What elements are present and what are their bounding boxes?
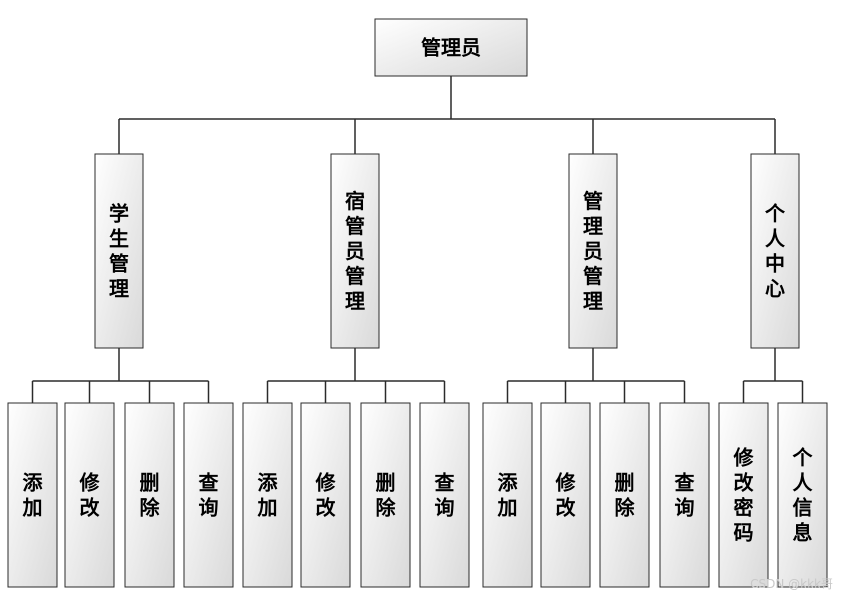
leaf-node-label: 查询 [435, 471, 455, 520]
leaf-node-label: 删除 [140, 471, 161, 520]
leaf-node-rect [242, 402, 293, 588]
leaf-node-label: 查询 [675, 471, 695, 520]
module-node-label: 个人中心 [764, 202, 786, 301]
leaf-node-rect [183, 402, 234, 588]
leaf-node-label: 个人信息 [792, 446, 814, 545]
leaf-node-rect [419, 402, 470, 588]
leaf-node: 个人信息 [777, 402, 828, 588]
leaf-node-rect [7, 402, 58, 588]
leaf-node-label: 删除 [615, 471, 636, 520]
leaf-node-rect [360, 402, 411, 588]
leaf-node-label: 修改 [79, 471, 101, 520]
leaf-node-rect [659, 402, 710, 588]
leaf-node-label: 查询 [199, 471, 219, 520]
leaf-node: 删除 [124, 402, 175, 588]
root-node-label: 管理员 [421, 36, 481, 60]
leaf-node-rect [124, 402, 175, 588]
module-node-label: 管理员管理 [583, 189, 603, 313]
leaf-node-rect [599, 402, 650, 588]
root-node-admin-rect [374, 18, 528, 77]
watermark-text: CSDN @kkk哥 [750, 577, 833, 591]
leaf-node-label: 删除 [376, 471, 397, 520]
module-node: 个人中心 [750, 153, 800, 349]
module-node-rect [94, 153, 144, 349]
leaf-node: 修改 [300, 402, 351, 588]
leaf-node-label: 添加 [22, 471, 44, 520]
module-node: 学生管理 [94, 153, 144, 349]
connector-lines [31, 76, 804, 403]
module-node-rect [750, 153, 800, 349]
root-node-admin: 管理员 [374, 18, 528, 77]
leaf-node: 查询 [183, 402, 234, 588]
leaf-node: 查询 [659, 402, 710, 588]
leaf-node-rect [718, 402, 769, 588]
leaf-node: 修改 [64, 402, 115, 588]
leaf-node: 删除 [599, 402, 650, 588]
leaf-node: 添加 [482, 402, 533, 588]
leaf-node: 添加 [242, 402, 293, 588]
leaf-node-label: 添加 [257, 471, 279, 520]
leaf-node-rect [777, 402, 828, 588]
leaf-node: 修改密码 [718, 402, 769, 588]
leaf-node-rect [482, 402, 533, 588]
module-node-label: 宿管员管理 [345, 189, 365, 313]
leaf-node: 添加 [7, 402, 58, 588]
leaf-node-label: 修改 [555, 471, 577, 520]
module-node-label: 学生管理 [109, 202, 129, 301]
leaf-node: 修改 [540, 402, 591, 588]
module-node: 管理员管理 [568, 153, 618, 349]
diagram-nodes: 管理员学生管理添加修改删除查询宿管员管理添加修改删除查询管理员管理添加修改删除查… [7, 18, 828, 588]
leaf-node-label: 添加 [497, 471, 519, 520]
leaf-node: 查询 [419, 402, 470, 588]
leaf-node-rect [540, 402, 591, 588]
module-node-rect [330, 153, 380, 349]
leaf-node: 删除 [360, 402, 411, 588]
leaf-node-rect [300, 402, 351, 588]
module-node: 宿管员管理 [330, 153, 380, 349]
leaf-node-rect [64, 402, 115, 588]
leaf-node-label: 修改密码 [733, 446, 755, 545]
leaf-node-label: 修改 [315, 471, 337, 520]
module-node-rect [568, 153, 618, 349]
